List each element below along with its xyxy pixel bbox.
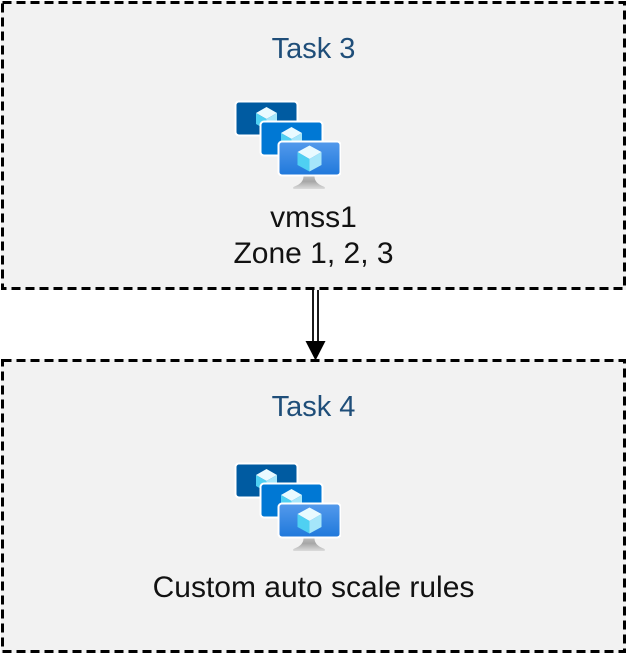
task4-title: Task 4 [271,391,356,423]
vmss-name-label: vmss1 [270,201,357,234]
virtual-machine-scale-set-icon [234,100,341,190]
virtual-machine-scale-set-icon [234,462,341,552]
task3-box: Task 3 vmss1 Zone 1, 2, 3 [1,1,626,290]
down-arrow-icon [305,290,326,361]
task3-caption: vmss1 Zone 1, 2, 3 [233,200,393,272]
autoscale-rules-label: Custom auto scale rules [152,571,475,604]
task4-box: Task 4 Custom auto scale rules [1,359,626,653]
task4-caption: Custom auto scale rules [153,570,475,606]
task3-title: Task 3 [271,33,356,65]
zones-label: Zone 1, 2, 3 [233,237,394,270]
